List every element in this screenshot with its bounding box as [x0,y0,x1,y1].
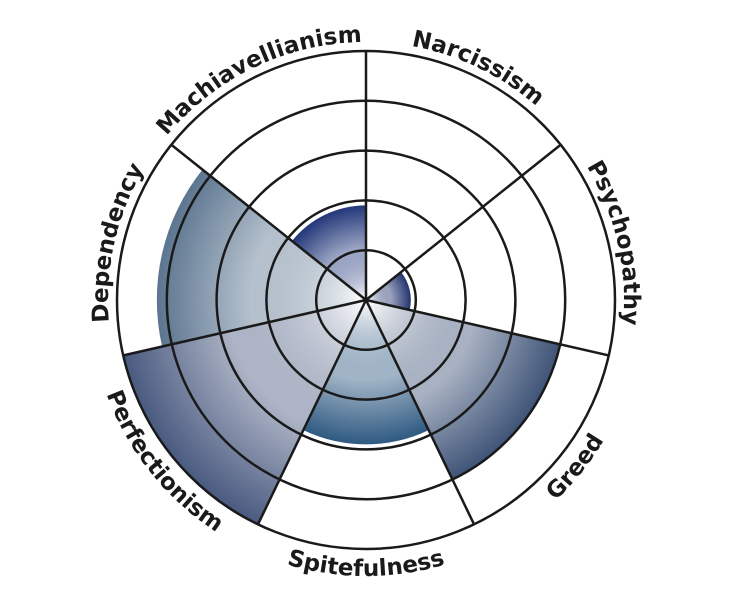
label-dependency: Dependency [88,159,149,324]
category-label: Psychopathy [581,156,644,326]
grid-spoke [365,143,562,301]
grid-spoke [170,143,367,301]
category-label: Narcissism [410,26,549,111]
grid [115,49,617,551]
grid-spoke [364,299,476,525]
grid-spoke [365,298,610,357]
label-machiavellianism: Machiavellianism [152,22,363,140]
sector-dependency [156,169,366,347]
category-label: Dependency [88,159,149,324]
sector-spitefulness [303,300,429,445]
grid-spoke [256,299,368,525]
label-narcissism: Narcissism [410,26,549,111]
label-spitefulness: Spitefulness [285,545,447,582]
category-label: Machiavellianism [152,22,363,140]
category-label: Spitefulness [285,545,447,582]
sector-machiavellianism [292,205,366,300]
sector-psychopathy [366,272,411,310]
grid-spoke [122,298,367,357]
label-psychopathy: Psychopathy [581,156,644,326]
